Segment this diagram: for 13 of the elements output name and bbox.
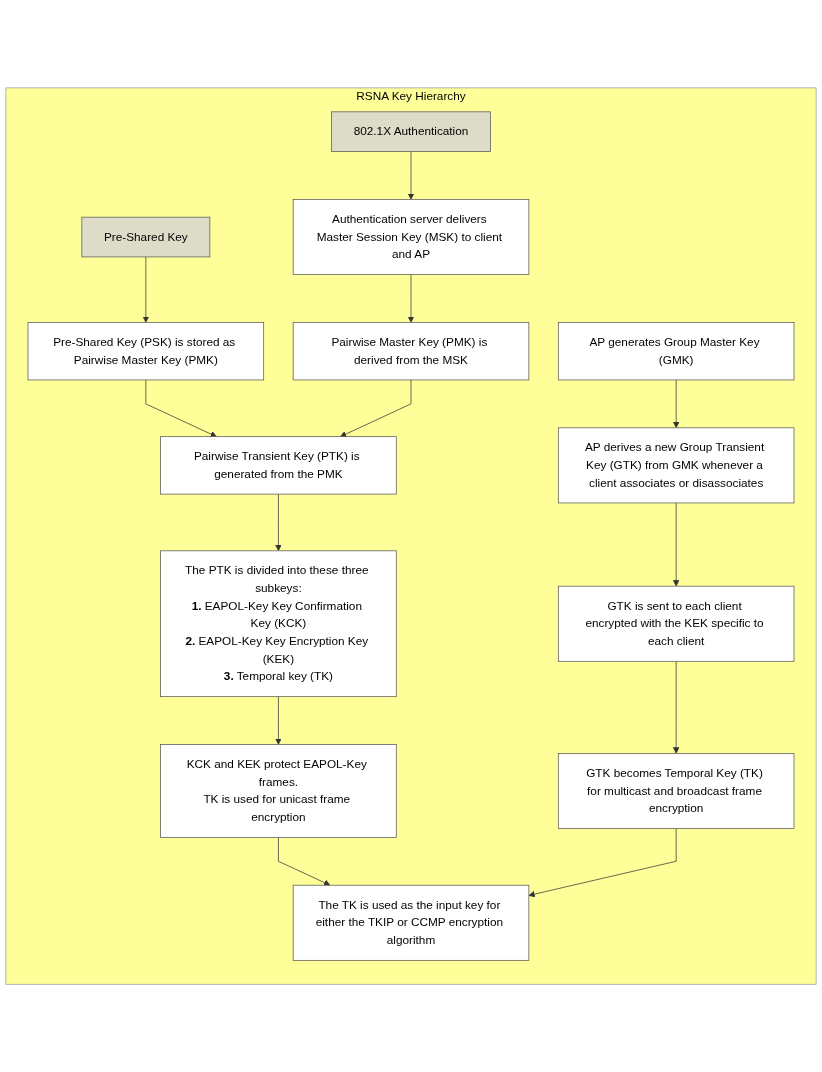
node-box: AP generates Group Master Key (GMK) <box>557 322 795 381</box>
node-box: GTK becomes Temporal Key (TK) for multicast and broadcast frame encryption <box>557 752 795 829</box>
node-box: The PTK is divided into these three subkeys: 1. EAPOL-Key Key Confirmation Key (KCK) 2. EAPOL-Key Key Encryption Key (KEK) 3. Temporal key (TK) <box>160 550 397 697</box>
node-box: GTK is sent to each client encrypted with the KEK specific to each client <box>557 585 795 662</box>
node-box: Authentication server delivers Master Session Key (MSK) to client and AP <box>292 199 530 275</box>
node-box: Pre-Shared Key (PSK) is stored as Pairwise Master Key (PMK) <box>27 322 265 381</box>
node-box: The TK is used as the input key for either the TKIP or CCMP encryption algorithm <box>292 884 530 961</box>
node-box: 802.1X Authentication <box>331 111 491 152</box>
node-box: KCK and KEK protect EAPOL-Key frames. TK is used for unicast frame encryption <box>160 744 397 838</box>
node-box: Pre-Shared Key <box>81 216 211 258</box>
node-box: Pairwise Master Key (PMK) is derived from the MSK <box>292 322 530 381</box>
node-box: AP derives a new Group Transient Key (GTK) from GMK whenever a client associates or disassociates <box>557 427 795 504</box>
node-box: Pairwise Transient Key (PTK) is generated from the PMK <box>160 436 397 495</box>
